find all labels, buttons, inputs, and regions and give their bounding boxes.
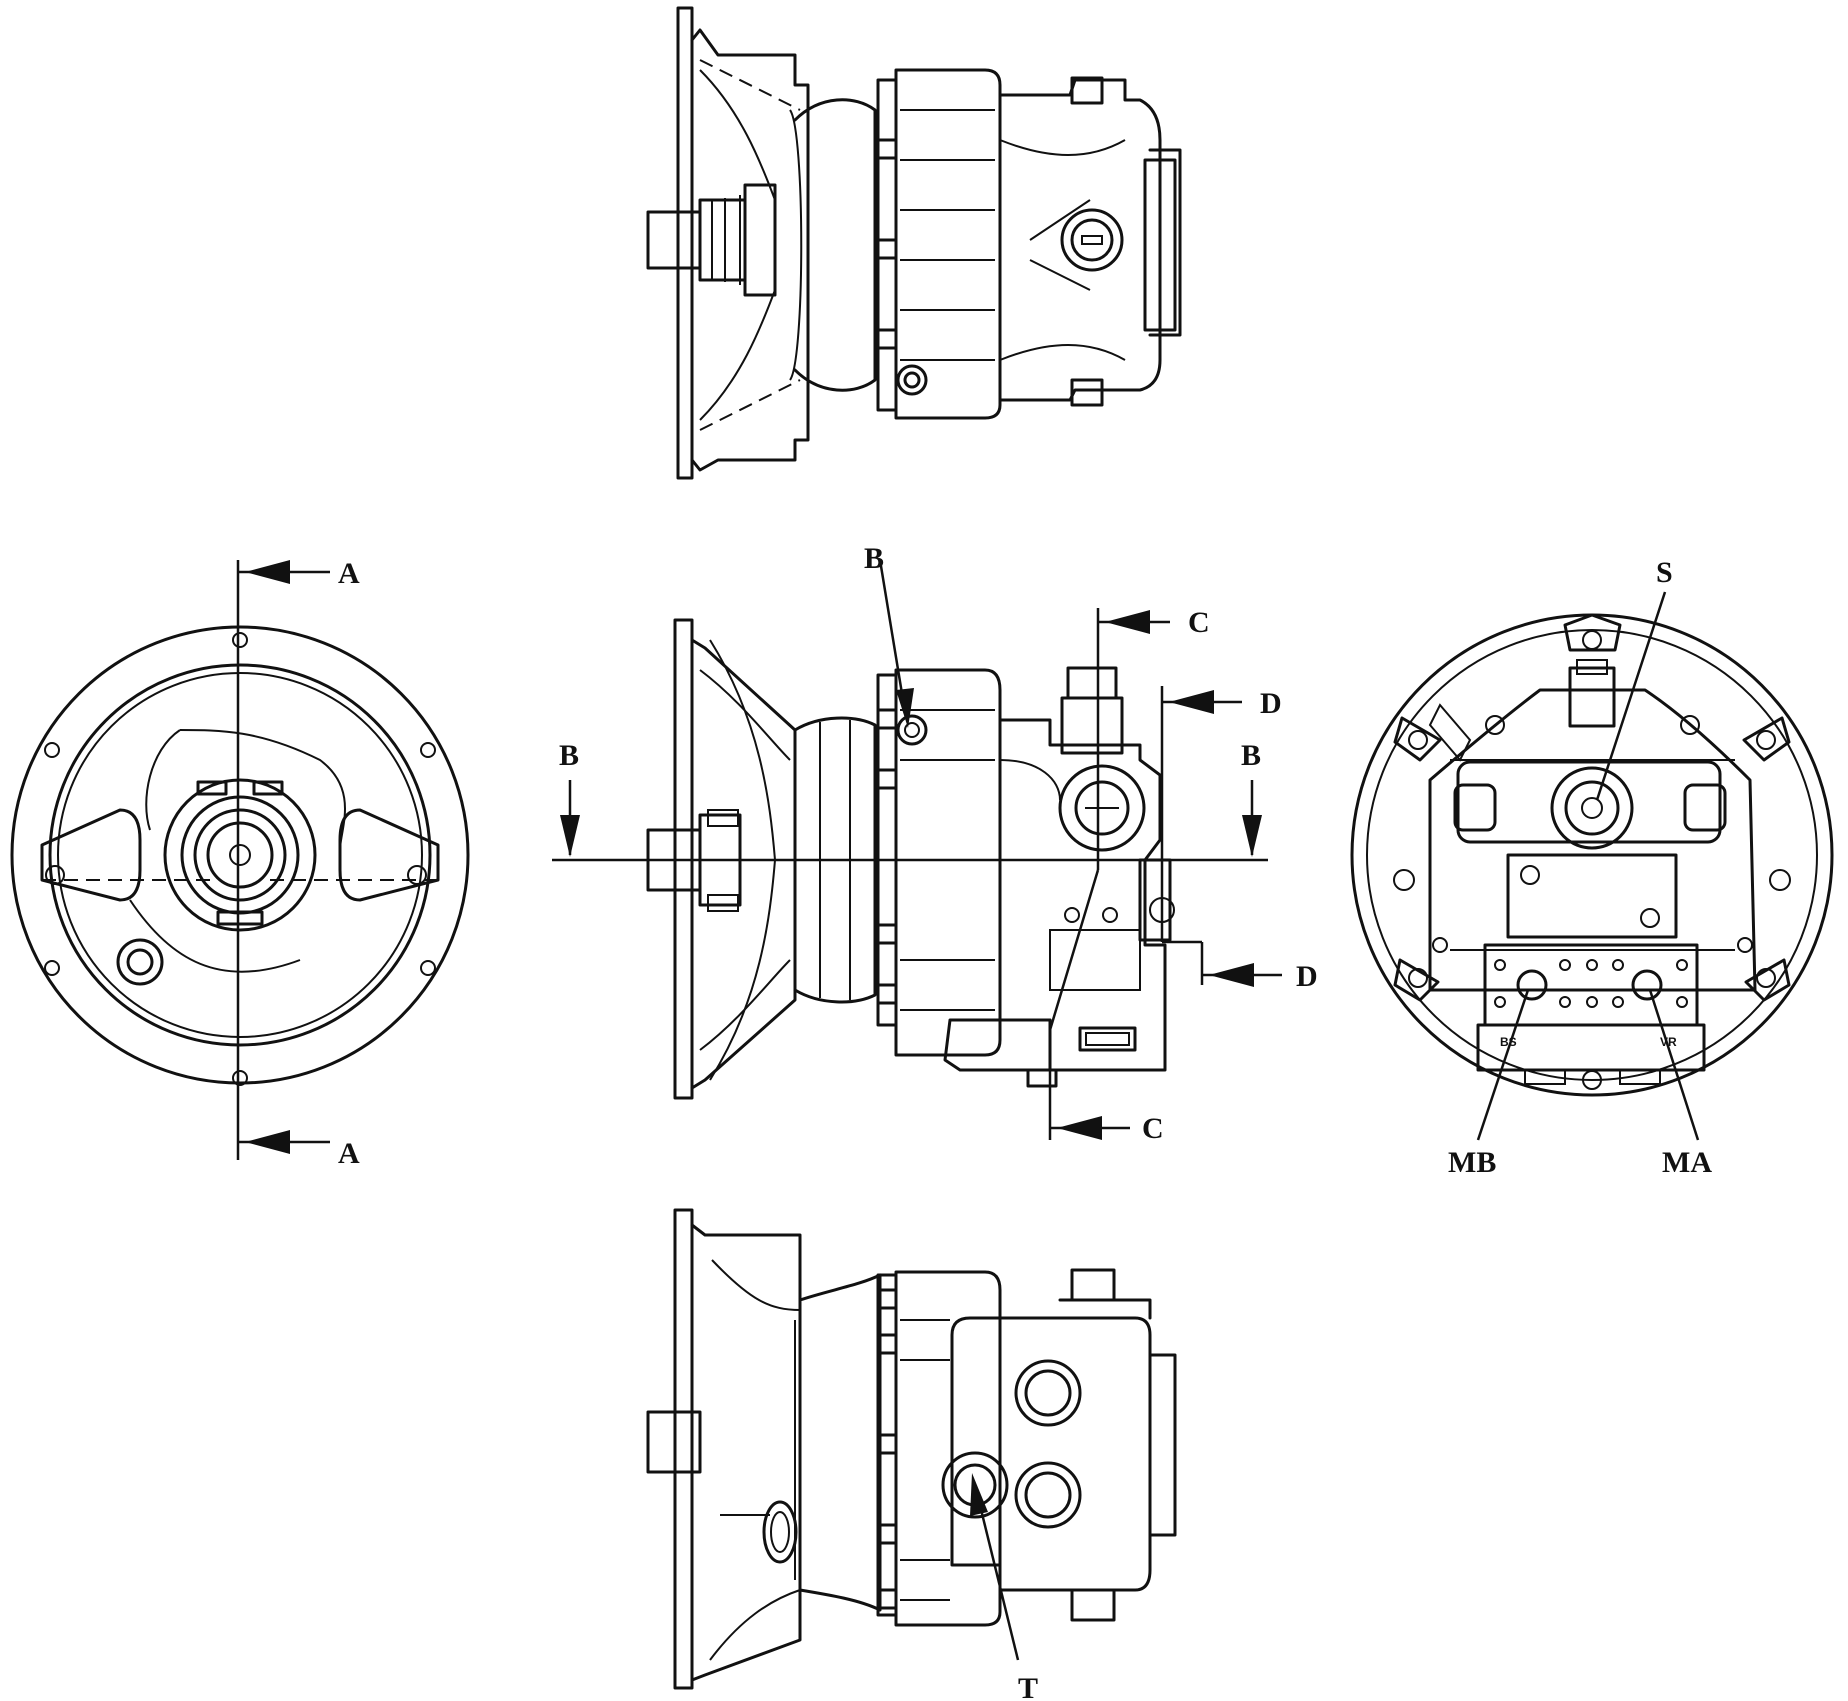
section-label-c-bottom: C <box>1142 1112 1164 1145</box>
section-label-a-bottom: A <box>338 1137 360 1170</box>
section-label-d-top: D <box>1260 687 1282 720</box>
section-label-a-top: A <box>338 557 360 590</box>
section-label-b-right: B <box>1241 739 1261 772</box>
port-label-mb: MB <box>1448 1146 1496 1179</box>
section-label-b-left: B <box>559 739 579 772</box>
bottom-view: T <box>646 1208 1177 1701</box>
port-label-s: S <box>1656 556 1673 589</box>
left-end-view: A A <box>10 557 470 1170</box>
port-label-ma: MA <box>1662 1146 1712 1179</box>
section-label-c-top: C <box>1188 606 1210 639</box>
right-end-view: BS VR S MB MA <box>1350 556 1834 1179</box>
section-label-d-bottom: D <box>1296 960 1318 993</box>
section-label-b-top: B <box>864 542 884 575</box>
port-label-t: T <box>1018 1672 1038 1701</box>
center-side-view: B B B C C D D <box>552 542 1318 1145</box>
top-view <box>646 6 1182 480</box>
